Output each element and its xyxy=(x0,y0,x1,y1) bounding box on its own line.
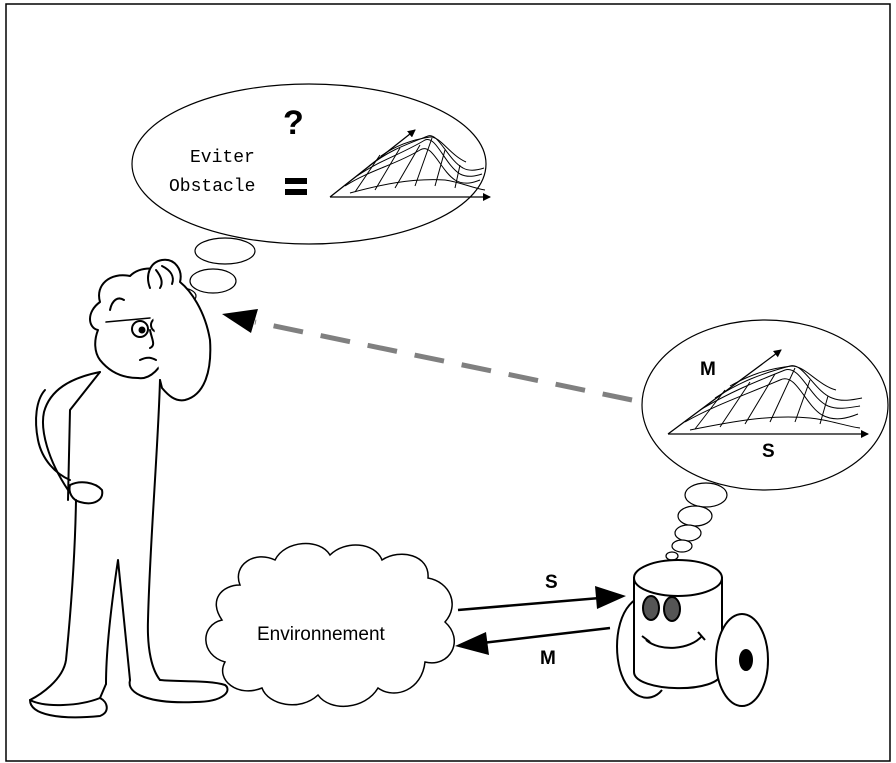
robot-thought-bubble xyxy=(642,320,888,560)
environment-label: Environnement xyxy=(257,624,386,645)
motor-arrow xyxy=(455,628,610,655)
robot-axis-label-s: S xyxy=(762,441,775,462)
motor-arrow-label: M xyxy=(540,648,556,669)
sensor-arrow xyxy=(458,586,626,610)
thought-text-line1: Eviter xyxy=(190,148,255,168)
human-figure xyxy=(30,260,227,718)
question-mark: ? xyxy=(283,104,304,142)
robot-figure xyxy=(617,560,768,706)
dashed-feedback-arrow xyxy=(222,309,632,400)
sensor-arrow-label: S xyxy=(545,572,558,593)
robot-axis-label-m: M xyxy=(700,359,716,380)
thought-text-line2: Obstacle xyxy=(169,177,255,197)
